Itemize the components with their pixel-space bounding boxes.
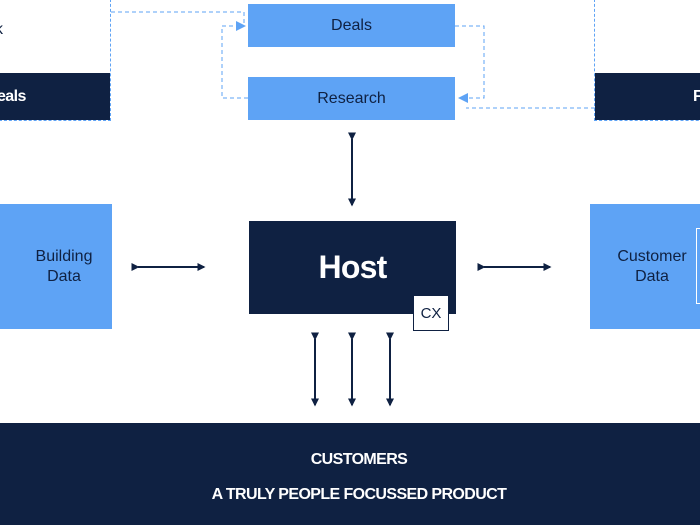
right-card-band-label: F — [693, 87, 700, 105]
customer-data-box: Customer Data — [590, 204, 700, 329]
left-card-text: k — [0, 21, 3, 39]
research-label: Research — [317, 89, 386, 107]
customer-data-line2: Data — [635, 267, 669, 285]
left-card-band: eals — [0, 73, 110, 120]
building-data-text: Building Data — [36, 247, 93, 287]
research-box: Research — [248, 77, 455, 120]
building-data-line1: Building — [35, 247, 93, 265]
deals-label: Deals — [331, 16, 372, 34]
building-data-line2: Data — [47, 267, 81, 285]
customer-data-line1: Customer — [617, 247, 687, 265]
dashed-link-research-to-deals — [221, 21, 248, 99]
left-card-band-label: eals — [0, 87, 26, 105]
customer-data-inner-edge — [696, 228, 700, 304]
cx-badge: CX — [413, 295, 449, 331]
right-card-band: F — [595, 73, 700, 120]
host-box: Host — [249, 221, 456, 314]
customers-band: CUSTOMERS A TRULY PEOPLE FOCUSSED PRODUC… — [0, 423, 700, 525]
customers-title: CUSTOMERS — [310, 451, 408, 468]
customer-data-text: Customer Data — [616, 247, 688, 287]
cx-badge-label: CX — [420, 304, 442, 322]
dashed-link-left-card-to-deals — [111, 11, 245, 26]
customers-tagline: A TRULY PEOPLE FOCUSSED PRODUCT — [211, 486, 507, 503]
left-card: k eals — [0, 0, 111, 121]
right-card: F — [594, 0, 700, 121]
building-data-box: Building Data — [0, 204, 112, 329]
dashed-link-deals-to-research — [455, 25, 485, 103]
host-label: Host — [318, 249, 388, 285]
deals-box: Deals — [248, 4, 455, 47]
